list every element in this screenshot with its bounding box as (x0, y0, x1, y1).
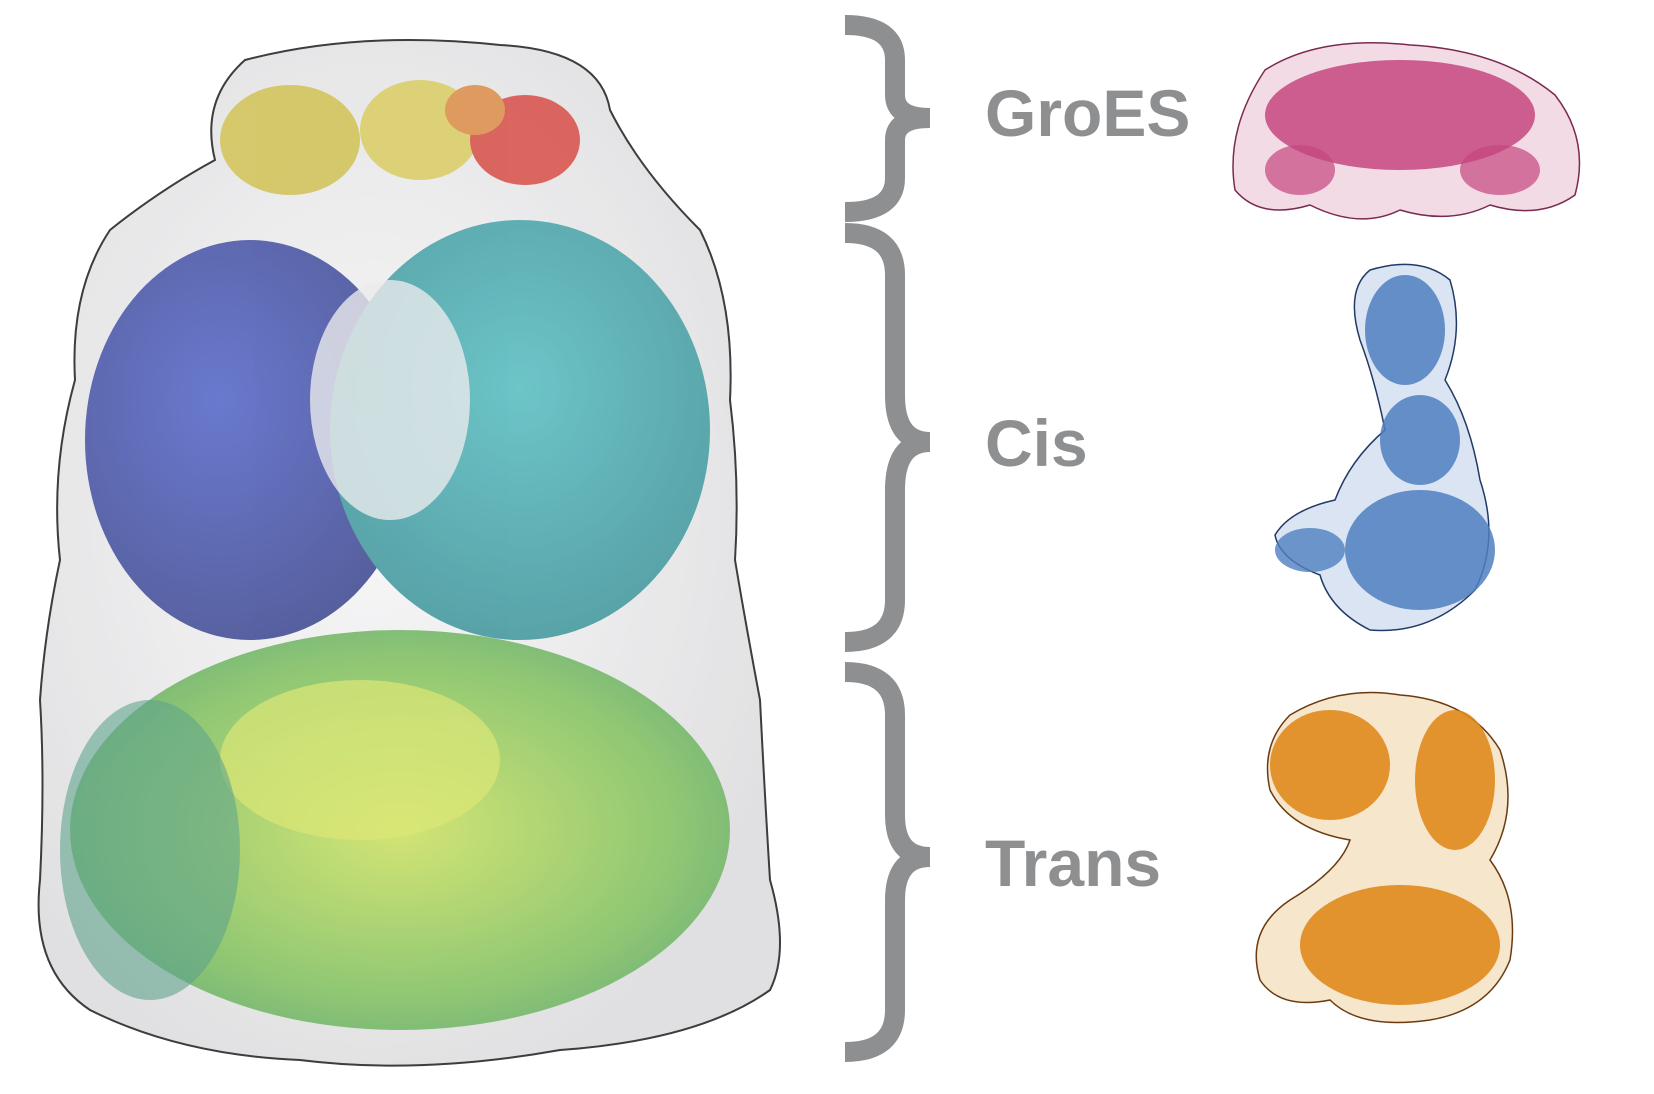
trans-bracket (844, 662, 931, 1062)
groes-bracket (844, 15, 931, 222)
groes-monomer-icon (1232, 42, 1581, 220)
envelope-haze (37, 39, 781, 1067)
groes-label: GroES (985, 76, 1191, 150)
trans-label: Trans (985, 826, 1162, 900)
chaperonin-complex-icon (37, 39, 781, 1067)
cis-monomer-icon (1274, 263, 1495, 632)
trans-ring (60, 630, 730, 1030)
trans-monomer-icon (1255, 691, 1514, 1024)
groes-cap (220, 80, 580, 195)
cis-label: Cis (985, 406, 1088, 480)
cis-ring (85, 220, 710, 640)
cis-bracket (844, 223, 931, 652)
